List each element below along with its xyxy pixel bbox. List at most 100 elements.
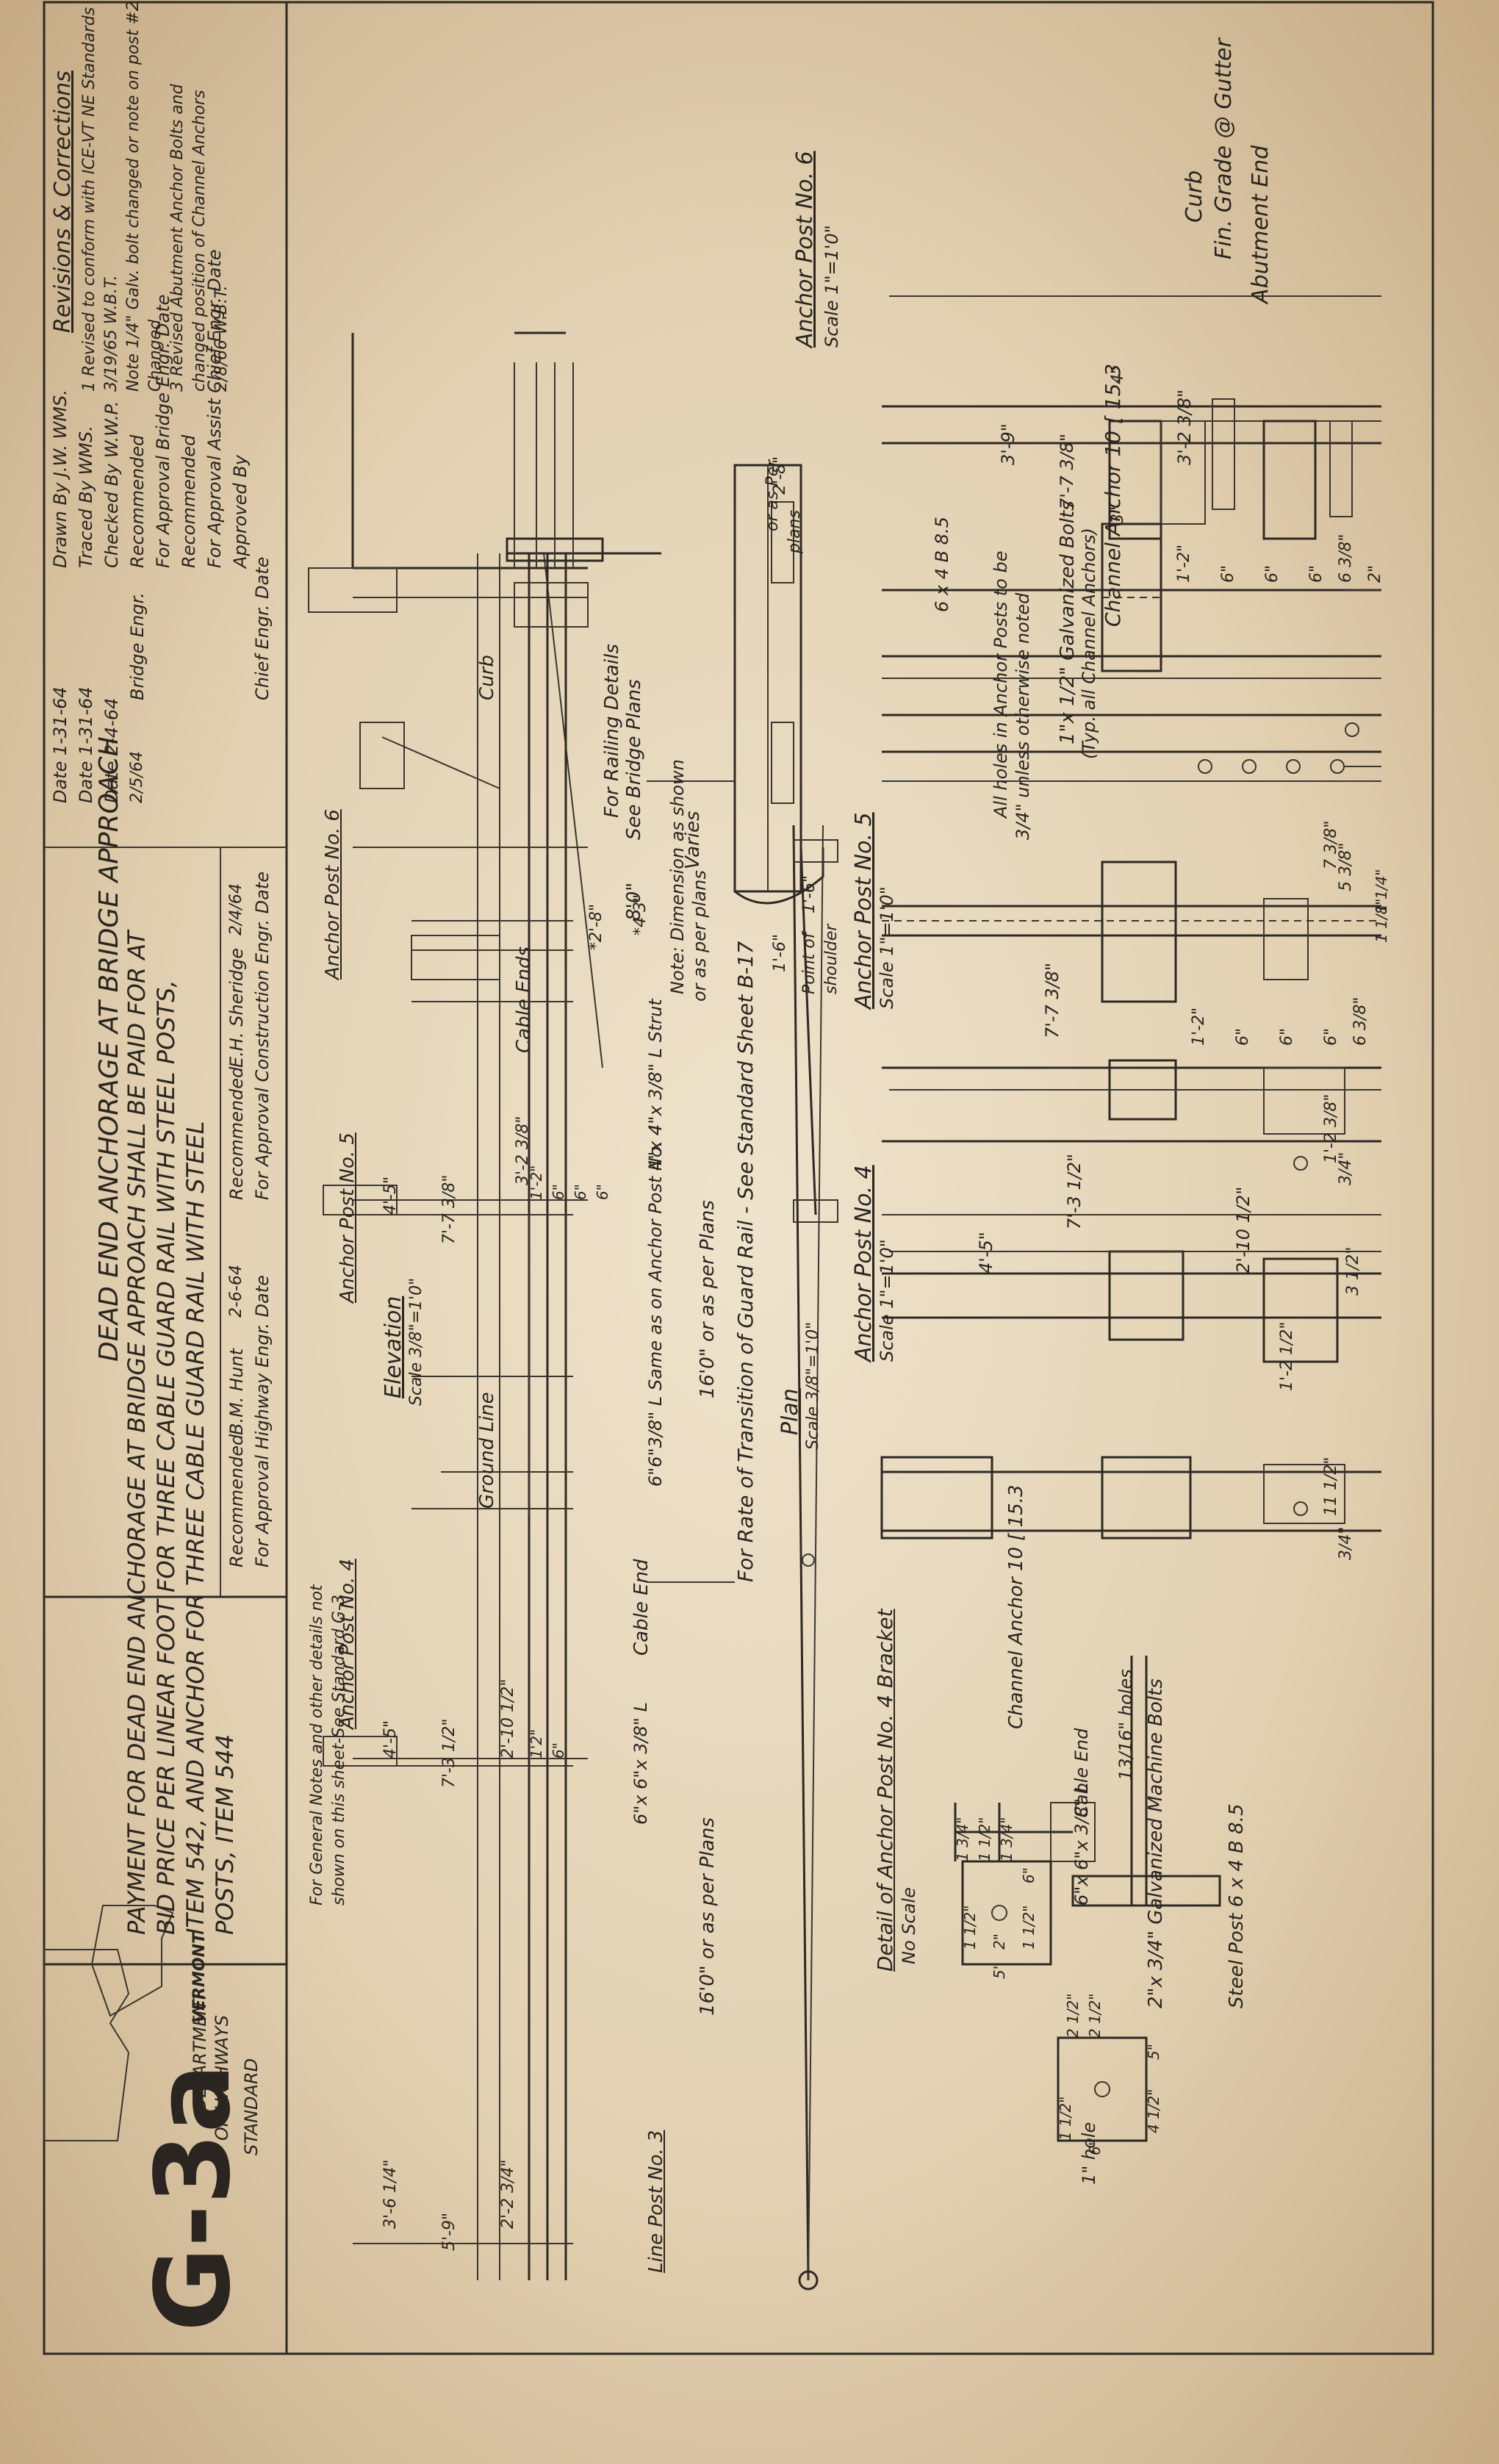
border-frame: [43, 1, 1434, 2355]
abutment-end-label: Abutment End: [1248, 145, 1273, 303]
dim-7-7c: 7'-7 3/8": [440, 1174, 459, 1245]
dim-b1: 1 3/4": [954, 1817, 971, 1861]
general-note: For General Notes and other details not: [308, 1584, 326, 1906]
dim-b13: 6": [1086, 2139, 1104, 2155]
dim-6-3: 6 3/8": [1337, 534, 1355, 583]
elevation-scale: Scale 3/8"=1'0": [407, 1277, 425, 1406]
cable-end-label: Cable End: [630, 1559, 653, 1656]
dim-4-5c: 4'-5": [381, 1720, 400, 1759]
anchor-post-5-label: Anchor Post No. 5: [337, 1132, 359, 1303]
recommended-1-sig: Bridge Engr.: [127, 592, 148, 700]
dim-6e: 6": [1278, 1027, 1296, 1046]
dim-b12: 4 1/2": [1145, 2088, 1162, 2133]
dim-1-6b: 1'-6": [771, 933, 789, 972]
dim-3: 3": [1109, 506, 1127, 524]
title-line-3: BID PRICE PER LINEAR FOOT FOR THREE CABL…: [152, 980, 180, 1935]
railing-note-2: See Bridge Plans: [623, 679, 645, 840]
anchor5-scale: Scale 1"=1'0": [877, 886, 897, 1009]
sheet-number: G-3a: [134, 2063, 254, 2332]
dim-b7: 1 1/2": [1020, 1905, 1038, 1950]
dim-16-b: 16'0" or as per Plans: [697, 1817, 719, 2016]
point-shoulder-2: shoulder: [822, 924, 841, 994]
dim-b5: 1 1/2": [961, 1905, 979, 1950]
dim-6g: 6": [550, 1184, 567, 1200]
dim-7-7: 7'-7 3/8": [1057, 433, 1077, 509]
dim-b2: 1 1/2": [976, 1817, 993, 1861]
dim-5-9: 5'-9": [440, 2212, 459, 2251]
note-dim: Note: Dimension as shown: [667, 759, 688, 994]
steel-post-label: Steel Post 6 x 4 B 8.5: [1226, 1803, 1248, 2008]
revision-2b: Changed: [146, 319, 165, 392]
title-line-2: PAYMENT FOR DEAD END ANCHORAGE AT BRIDGE…: [123, 930, 151, 1935]
angle-666-label: 6"x 6"x 3/8" L: [630, 1702, 651, 1825]
curb-label: Curb: [1182, 170, 1207, 223]
dim-5-3: 5 3/8": [1337, 842, 1355, 891]
fin-grade-label: Fin. Grade @ Gutter: [1211, 38, 1237, 259]
dim-6f: 6": [1322, 1027, 1340, 1046]
dim-7-3-2: 7'-3 1/2": [1064, 1153, 1085, 1229]
anchor4-title: Anchor Post No. 4: [851, 1165, 877, 1362]
plans-label: plans: [786, 510, 804, 553]
anchor-post-4-bracket: [954, 1656, 1221, 2142]
recommended-1: Recommended: [127, 434, 148, 568]
dim-3-6: 3'-6 1/4": [381, 2159, 400, 2230]
dim-2-10: 2'-10 1/2": [1233, 1186, 1254, 1274]
galv-bolts-sub: (Typ. all Channel Anchors): [1079, 528, 1099, 759]
dim-3-4b: 3/4": [1337, 1152, 1355, 1185]
recommended-2: Recommended: [179, 434, 199, 568]
highway-label: For Approval Highway Engr. Date: [252, 1275, 273, 1567]
curb-mid-label: Curb: [476, 655, 498, 700]
dim-1-2c: 1'-2": [528, 1165, 545, 1200]
dim-2-10b: 2'-10 1/2": [499, 1678, 517, 1759]
dim-6-3b: 6 3/8": [1351, 996, 1370, 1046]
holes-13: 13/16" holes: [1115, 1669, 1136, 1781]
holes-note-2: 3/4" unless otherwise noted: [1013, 592, 1033, 840]
dim-3-9: 3'-9": [998, 423, 1018, 465]
channel-anchor-label: Channel Anchor 10 [ 15.3: [1101, 363, 1125, 627]
approved-by: Approved By: [230, 455, 251, 568]
dim-2-2: 2'-2 3/4": [499, 2159, 517, 2230]
title-line-1: DEAD END ANCHORAGE AT BRIDGE APPROACH: [94, 736, 124, 1362]
dim-4-5b: 4'-5": [381, 1176, 400, 1215]
note-dim-2: or as per plans: [689, 870, 710, 1002]
elevation-view: [308, 331, 661, 2280]
dim-1-1-8: 1 1/8": [1373, 898, 1390, 943]
dim-star-4: *4 3": [631, 894, 650, 935]
galv-bolts-label: 1"x 1/2" Galvanized Bolts: [1057, 500, 1079, 744]
dim-b10: 2 1/2": [1086, 1993, 1104, 2038]
recommended-label: Recommended: [226, 1066, 247, 1200]
dim-6h: 6": [572, 1184, 589, 1200]
dim-1-2: 1'-2": [1175, 544, 1193, 583]
anchor4-scale: Scale 1"=1'0": [877, 1239, 897, 1362]
dim-star-2-8: *2'-8": [587, 903, 605, 950]
dim-1-2-1: 1'-2 1/2": [1278, 1321, 1296, 1392]
anchor-post-6-detail: [882, 398, 1381, 782]
recommended2-sig: B.M. Hunt: [226, 1348, 247, 1435]
bracket-title: Detail of Anchor Post No. 4 Bracket: [873, 1609, 897, 1972]
anchor-post-6-plan: [733, 464, 824, 905]
revision-3a: 3 Revised Abutment Anchor Bolts and: [168, 84, 187, 392]
dim-b4: 6": [1020, 1867, 1038, 1883]
dim-6d: 6": [1234, 1027, 1252, 1046]
vermont-outline-icon: [43, 1949, 130, 2141]
approved-sub: Chief Engr. Date: [252, 556, 273, 700]
rate-transition: For Rate of Transition of Guard Rail - S…: [733, 941, 758, 1582]
recommended-date: 2/4/64: [227, 883, 245, 935]
checked-by: Checked By W.W.P.: [101, 401, 122, 568]
title-line-5: POSTS, ITEM 544: [211, 1734, 239, 1935]
revision-3b: changed position of Channel Anchors: [190, 90, 209, 392]
drawn-by: Drawn By J.W. WMS.: [50, 389, 71, 568]
recommended2-date: 2-6-64: [227, 1265, 245, 1318]
traced-date: Date 1-31-64: [76, 686, 96, 803]
revisions-heading: Revisions & Corrections: [50, 71, 76, 333]
checked-date: Date 2-4-64: [101, 697, 122, 803]
dim-11-1: 11 1/2": [1322, 1457, 1340, 1516]
dim-7-3b: 7'-3 1/2": [440, 1718, 459, 1789]
angle-note: 6"6"3/8" L Same as on Anchor Post No. 4: [645, 1124, 666, 1487]
vermont-outline-small-icon: [90, 1905, 174, 2017]
anchor5-title: Anchor Post No. 5: [851, 812, 877, 1009]
construction-label: For Approval Construction Engr. Date: [252, 872, 273, 1200]
dim-2: 2": [1366, 564, 1384, 583]
